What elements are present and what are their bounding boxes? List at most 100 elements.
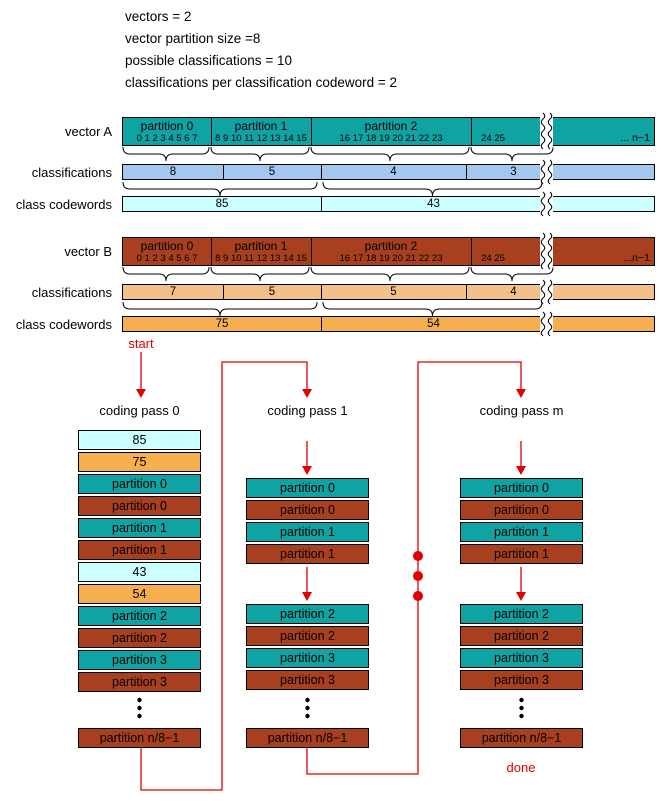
index-tail: ... n−1 [620,132,650,144]
coding-pass-m-column: partition 0 partition 0 partition 1 part… [460,478,583,748]
cell-divider [321,197,322,211]
pass-box: partition n/8−1 [246,728,369,748]
codeword-value: 85 [215,198,229,210]
index-run: 8 9 10 11 12 13 14 15 [215,133,307,144]
squiggle-breaks [540,112,553,337]
classification-value: 5 [390,286,397,298]
brace [470,146,554,162]
classification-value: 5 [268,286,276,298]
index-run: 8 9 10 11 12 13 14 15 [215,253,307,264]
classification-value: 5 [268,166,276,178]
partition-label: partition 1 [234,119,288,133]
arrowhead-icon [302,466,312,475]
brace [322,181,543,197]
classification-value: 4 [510,286,517,298]
cell-divider [223,285,224,299]
ellipsis-spacer [460,692,583,726]
vector-b-bar: partition 0 partition 1 partition 2 0 1 … [122,237,655,266]
partition-divider [311,118,312,145]
classifications-b-bar: 7 5 5 4 [122,284,655,300]
arrow-spacer [460,566,583,602]
arrowhead-icon [516,466,526,475]
parameter-list: vectors = 2 vector partition size =8 pos… [125,6,397,94]
classification-value: 7 [169,286,177,298]
index-run: 16 17 18 19 20 21 22 23 [339,253,443,264]
brace [210,146,310,162]
more-passes-dot [413,591,423,601]
pass-box: 43 [78,562,201,582]
coding-pass-1-title: coding pass 1 [267,403,348,418]
param-line: vectors = 2 [125,9,192,24]
class-codewords-a-bar: 85 43 [122,196,655,212]
pass-box: partition 1 [460,522,583,542]
class-codewords-a-label: class codewords [15,197,112,212]
partition-label: partition 2 [364,239,418,253]
pass-box: partition 3 [460,670,583,690]
vector-a-label: vector A [65,124,112,139]
pass-box: partition 0 [78,474,201,494]
partition-divider [211,118,212,145]
ellipsis-spacer [78,694,201,726]
cell-divider [466,285,467,299]
brace [322,301,543,317]
pass-box: partition 1 [246,544,369,564]
brace [210,266,310,282]
param-line: vector partition size =8 [125,31,261,46]
arrowhead-icon [516,389,526,398]
pass-box: partition 2 [78,628,201,648]
brace [122,181,318,197]
pass-box: partition 0 [246,478,369,498]
brace [310,266,470,282]
partition-label: partition 1 [234,239,288,253]
pass-box: 54 [78,584,201,604]
coding-pass-m-title: coding pass m [479,403,564,418]
pass-box: partition 1 [246,522,369,542]
pass-box: partition 1 [460,544,583,564]
partition-label: partition 0 [140,119,194,133]
codeword-value: 54 [427,318,440,330]
classification-value: 4 [390,166,397,178]
coding-pass-0-column: 85 75 partition 0 partition 0 partition … [78,430,201,748]
pass-box: partition 3 [78,672,201,692]
index-run: 24 25 [481,133,505,144]
pass-box: partition 2 [246,604,369,624]
partition-divider [471,118,472,145]
pass-box: partition 3 [460,648,583,668]
vector-a-bar: partition 0 partition 1 partition 2 0 1 … [122,117,655,146]
more-passes-dot [413,571,423,581]
index-run: 24 25 [481,253,505,264]
pass-box: partition 2 [460,604,583,624]
partition-divider [311,238,312,265]
pass-box: partition 2 [78,606,201,626]
index-run: 0 1 2 3 4 5 6 7 [136,253,198,264]
more-passes-dot [413,551,423,561]
brace [122,146,210,162]
pass-box: partition 1 [78,518,201,538]
classification-value: 3 [510,166,517,178]
partition-label: partition 0 [140,239,194,253]
arrowhead-icon [302,389,312,398]
pass-box: partition 0 [246,500,369,520]
arrow-spacer [246,566,369,602]
brace [470,266,554,282]
brace [122,301,318,317]
cell-divider [466,165,467,179]
done-label: done [506,760,536,775]
classifications-a-bar: 8 5 4 3 [122,164,655,180]
cell-divider [321,317,322,331]
vector-b-label: vector B [64,244,112,259]
pass-box: partition 0 [78,496,201,516]
classifications-b-label: classifications [31,285,112,300]
pass-box: partition n/8−1 [78,728,201,748]
codeword-value: 75 [215,318,229,330]
pass-box: partition 2 [460,626,583,646]
ellipsis-spacer [246,692,369,726]
pass-box: partition 0 [460,500,583,520]
cell-divider [223,165,224,179]
cell-divider [321,165,322,179]
codeword-value: 43 [427,198,440,210]
pass-box: partition n/8−1 [460,728,583,748]
pass-box: partition 0 [460,478,583,498]
class-codewords-b-bar: 75 54 [122,316,655,332]
pass-box: 85 [78,430,201,450]
